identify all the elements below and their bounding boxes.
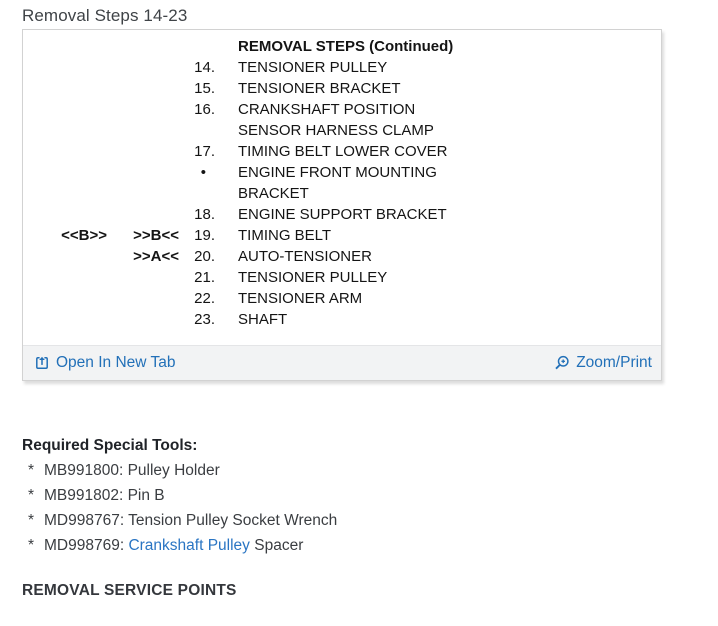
- step-row: 23. SHAFT: [23, 309, 661, 330]
- tool-bullet: *: [28, 487, 35, 504]
- step-marker-right: [107, 288, 179, 309]
- step-text: TIMING BELT: [238, 227, 332, 244]
- step-row: 14. TENSIONER PULLEY: [23, 57, 661, 78]
- step-number: 20.: [194, 248, 215, 265]
- step-marker-right: [107, 309, 179, 330]
- tool-text-part: MD998769:: [44, 537, 129, 554]
- step-marker-right: [107, 57, 179, 78]
- steps-viewer-panel: REMOVAL STEPS (Continued) 14. TENSIONER P…: [22, 29, 662, 381]
- tool-text: MB991802: Pin B: [44, 483, 165, 508]
- step-number: 17.: [194, 143, 215, 160]
- step-text: TENSIONER ARM: [238, 290, 363, 307]
- step-number: 19.: [194, 227, 215, 244]
- step-text: CRANKSHAFT POSITION: [238, 101, 416, 118]
- step-marker-left: [23, 204, 107, 225]
- step-text: SENSOR HARNESS CLAMP: [238, 122, 434, 139]
- tool-text-part: MB991800: Pulley Holder: [44, 462, 220, 479]
- tool-text-part: MD998767: Tension Pulley Socket Wrench: [44, 512, 338, 529]
- step-row: 17. TIMING BELT LOWER COVER: [23, 141, 661, 162]
- step-marker-left: [23, 120, 107, 141]
- step-text: TENSIONER PULLEY: [238, 59, 388, 76]
- step-text: BRACKET: [238, 185, 309, 202]
- step-number: •: [200, 164, 206, 181]
- step-row: <<B>> >>B<< 19. TIMING BELT: [23, 225, 661, 246]
- step-marker-right: [107, 99, 179, 120]
- step-marker-left: <<B>>: [61, 227, 107, 244]
- tool-text: MB991800: Pulley Holder: [44, 458, 220, 483]
- step-marker-left: [23, 267, 107, 288]
- step-marker-left: [23, 183, 107, 204]
- step-text: ENGINE SUPPORT BRACKET: [238, 206, 447, 223]
- step-row: 16. CRANKSHAFT POSITION: [23, 99, 661, 120]
- step-marker-left: [23, 78, 107, 99]
- step-text: SHAFT: [238, 311, 288, 328]
- step-marker-left: [23, 162, 107, 183]
- step-marker-right: [107, 204, 179, 225]
- removal-service-points-heading: REMOVAL SERVICE POINTS: [22, 582, 237, 599]
- tool-text: MD998769: Crankshaft Pulley Spacer: [44, 533, 303, 558]
- step-text: TIMING BELT LOWER COVER: [238, 143, 448, 160]
- required-tools-section: Required Special Tools: * MB991800: Pulle…: [22, 433, 337, 558]
- tool-item: * MB991802: Pin B: [22, 483, 337, 508]
- tool-text-part: MB991802: Pin B: [44, 487, 165, 504]
- step-number: [179, 120, 215, 141]
- open-in-new-tab-link[interactable]: Open In New Tab: [34, 354, 175, 372]
- step-marker-right: >>A<<: [133, 248, 179, 265]
- crankshaft-pulley-link[interactable]: Crankshaft Pulley: [128, 537, 250, 554]
- required-tools-heading: Required Special Tools:: [22, 437, 198, 454]
- steps-heading: REMOVAL STEPS (Continued): [238, 38, 454, 55]
- step-marker-left: [23, 246, 107, 267]
- step-row: >>A<< 20. AUTO-TENSIONER: [23, 246, 661, 267]
- tool-text-part: Spacer: [249, 537, 304, 554]
- step-marker-right: [107, 120, 179, 141]
- page-title: Removal Steps 14-23: [22, 6, 188, 25]
- zoom-in-icon: [555, 355, 569, 369]
- step-row: SENSOR HARNESS CLAMP: [23, 120, 661, 141]
- step-row: 18. ENGINE SUPPORT BRACKET: [23, 204, 661, 225]
- step-marker-right: >>B<<: [133, 227, 179, 244]
- step-row: 21. TENSIONER PULLEY: [23, 267, 661, 288]
- step-number: 22.: [194, 290, 215, 307]
- step-row: BRACKET: [23, 183, 661, 204]
- step-marker-left: [23, 99, 107, 120]
- open-in-new-tab-label: Open In New Tab: [56, 354, 176, 371]
- step-marker-right: [107, 162, 179, 183]
- step-number: 21.: [194, 269, 215, 286]
- step-number: 23.: [194, 311, 215, 328]
- tool-item: * MD998769: Crankshaft Pulley Spacer: [22, 533, 337, 558]
- zoom-print-link[interactable]: Zoom/Print: [553, 354, 652, 372]
- step-number: 18.: [194, 206, 215, 223]
- zoom-print-label: Zoom/Print: [576, 354, 652, 371]
- step-marker-left: [23, 141, 107, 162]
- step-text: TENSIONER PULLEY: [238, 269, 388, 286]
- viewer-footer: Open In New Tab Zoom/Print: [23, 345, 661, 380]
- step-number: 14.: [194, 59, 215, 76]
- step-marker-left: [23, 57, 107, 78]
- tool-bullet: *: [28, 512, 35, 529]
- step-marker-right: [107, 183, 179, 204]
- step-number: 15.: [194, 80, 215, 97]
- tool-item: * MB991800: Pulley Holder: [22, 458, 337, 483]
- tool-text: MD998767: Tension Pulley Socket Wrench: [44, 508, 337, 533]
- step-text: AUTO-TENSIONER: [238, 248, 372, 265]
- step-text: ENGINE FRONT MOUNTING: [238, 164, 437, 181]
- step-number: [179, 183, 215, 204]
- required-tools-list: * MB991800: Pulley Holder * MB991802: Pin B…: [22, 458, 337, 558]
- step-text: TENSIONER BRACKET: [238, 80, 401, 97]
- tool-item: * MD998767: Tension Pulley Socket Wrench: [22, 508, 337, 533]
- step-number: 16.: [194, 101, 215, 118]
- step-marker-left: [23, 309, 107, 330]
- step-marker-right: [107, 78, 179, 99]
- step-marker-left: [23, 288, 107, 309]
- tool-bullet: *: [28, 537, 35, 554]
- tool-bullet: *: [28, 462, 35, 479]
- steps-list: REMOVAL STEPS (Continued) 14. TENSIONER P…: [23, 30, 661, 330]
- step-row: 15. TENSIONER BRACKET: [23, 78, 661, 99]
- step-row: 22. TENSIONER ARM: [23, 288, 661, 309]
- step-row: • ENGINE FRONT MOUNTING: [23, 162, 661, 183]
- open-in-new-tab-icon: [36, 356, 48, 369]
- step-marker-right: [107, 141, 179, 162]
- step-marker-right: [107, 267, 179, 288]
